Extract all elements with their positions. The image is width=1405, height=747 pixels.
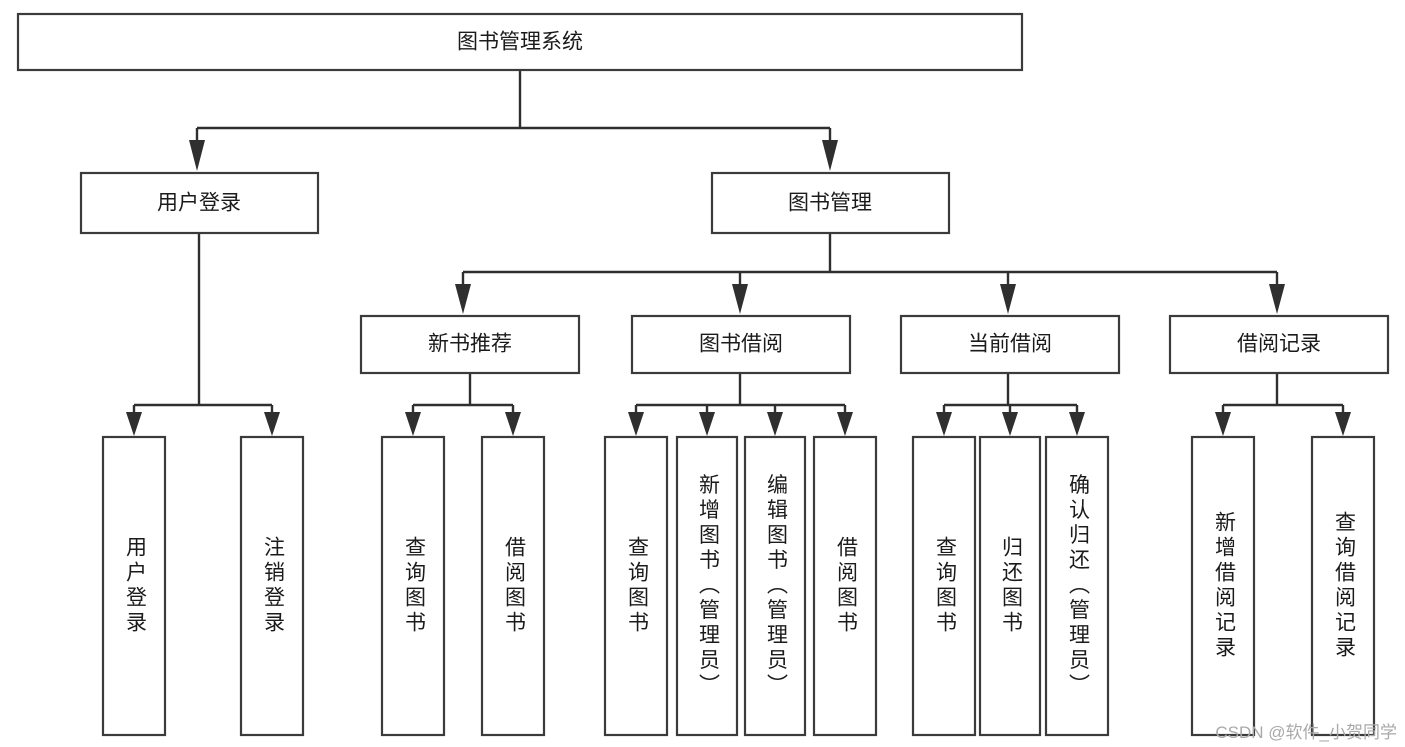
connector-group-root [189, 70, 838, 171]
arrow-head-borrowrecord [1269, 284, 1285, 314]
node-new-book-recommend-box[interactable] [359, 314, 581, 375]
leaf-borrowrecord-query-label: 查询借阅记录 [1332, 511, 1356, 661]
leaf-bookborrow-query-box[interactable] [603, 435, 669, 737]
node-user-login-label: 用户登录 [157, 192, 241, 215]
arrow-head-currentborrow [1000, 284, 1016, 314]
arrow-head-leaf-borrowrecord-1 [1215, 412, 1231, 436]
arrow-head-bookmgmt [822, 140, 838, 171]
node-borrow-record[interactable]: 借阅记录 [1168, 314, 1390, 375]
leaf-user-login-login-box[interactable] [101, 435, 167, 737]
leaf-bookborrow-edit-box[interactable] [743, 435, 807, 737]
leaf-node[interactable]: 新增借阅记录 [1190, 435, 1256, 737]
leaf-newbook-query-label: 查询图书 [402, 536, 426, 636]
connector-group-bookborrow [628, 373, 853, 436]
leaf-newbook-borrow-box[interactable] [480, 435, 546, 737]
leaf-user-login-logout-box[interactable] [239, 435, 305, 737]
leaf-newbook-query-box[interactable] [380, 435, 446, 737]
leaf-node[interactable]: 查询图书 [603, 435, 669, 737]
leaf-node[interactable]: 归还图书 [978, 435, 1042, 737]
arrow-head-leaf-bookborrow-3 [767, 412, 783, 436]
leaf-currentborrow-query-label: 查询图书 [933, 536, 957, 636]
arrow-head-leaf-currentborrow-2 [1002, 412, 1018, 436]
leaf-node[interactable]: 查询借阅记录 [1310, 435, 1376, 737]
node-user-login-box[interactable] [79, 171, 320, 235]
node-book-management[interactable]: 图书管理 [710, 171, 951, 235]
node-new-book-recommend-label: 新书推荐 [428, 333, 512, 356]
leaf-borrowrecord-add-box[interactable] [1190, 435, 1256, 737]
node-book-borrow-label: 图书借阅 [699, 333, 783, 356]
leaf-node[interactable]: 新增图书（管理员） [675, 435, 739, 737]
arrow-head-userlogin [189, 140, 205, 171]
leaf-currentborrow-confirm-box[interactable] [1044, 435, 1110, 737]
arrow-head-leaf-newbook-1 [405, 412, 421, 436]
leaf-borrowrecord-add-label: 新增借阅记录 [1212, 511, 1236, 661]
connector-group-bookmgmt [455, 233, 1285, 314]
leaf-borrowrecord-query-box[interactable] [1310, 435, 1376, 737]
leaf-node[interactable]: 用户登录 [101, 435, 167, 737]
leaf-node[interactable]: 查询图书 [911, 435, 977, 737]
node-new-book-recommend[interactable]: 新书推荐 [359, 314, 581, 375]
node-borrow-record-label: 借阅记录 [1237, 333, 1321, 356]
node-book-management-label: 图书管理 [788, 192, 872, 215]
arrow-head-leaf-newbook-2 [505, 412, 521, 436]
node-current-borrow-box[interactable] [899, 314, 1121, 375]
leaf-bookborrow-add-box[interactable] [675, 435, 739, 737]
arrow-head-leaf-borrowrecord-2 [1335, 412, 1351, 436]
arrow-head-leaf-bookborrow-4 [837, 412, 853, 436]
leaf-newbook-borrow-label: 借阅图书 [502, 536, 526, 636]
arrow-head-leaf-bookborrow-1 [628, 412, 644, 436]
node-borrow-record-box[interactable] [1168, 314, 1390, 375]
arrow-head-leaf-user-login-2 [264, 412, 280, 436]
leaf-node[interactable]: 借阅图书 [812, 435, 878, 737]
leaf-node[interactable]: 注销登录 [239, 435, 305, 737]
leaf-bookborrow-borrow-label: 借阅图书 [834, 536, 858, 636]
arrow-head-leaf-currentborrow-1 [936, 412, 952, 436]
leaf-currentborrow-confirm-label: 确认归还（管理员） [1066, 474, 1090, 699]
leaf-user-login-login-label: 用户登录 [123, 536, 147, 636]
leaf-user-login-logout-label: 注销登录 [261, 536, 285, 636]
leaf-bookborrow-borrow-box[interactable] [812, 435, 878, 737]
leaf-node[interactable]: 借阅图书 [480, 435, 546, 737]
node-user-login[interactable]: 用户登录 [79, 171, 320, 235]
leaf-currentborrow-return-label: 归还图书 [999, 536, 1023, 636]
node-current-borrow[interactable]: 当前借阅 [899, 314, 1121, 375]
connector-group-userlogin [126, 233, 280, 436]
node-root-box[interactable] [16, 12, 1024, 72]
node-book-borrow[interactable]: 图书借阅 [630, 314, 852, 375]
node-current-borrow-label: 当前借阅 [968, 333, 1052, 356]
arrow-head-newbook [455, 284, 471, 314]
arrow-head-leaf-bookborrow-2 [699, 412, 715, 436]
connector-group-borrowrecord [1215, 373, 1351, 436]
leaf-bookborrow-query-label: 查询图书 [625, 536, 649, 636]
arrow-head-leaf-currentborrow-3 [1069, 412, 1085, 436]
leaf-currentborrow-return-box[interactable] [978, 435, 1042, 737]
leaf-node[interactable]: 编辑图书（管理员） [743, 435, 807, 737]
leaf-node[interactable]: 查询图书 [380, 435, 446, 737]
connector-group-currentborrow [936, 373, 1085, 436]
leaf-bookborrow-edit-label: 编辑图书（管理员） [764, 474, 788, 699]
node-book-management-box[interactable] [710, 171, 951, 235]
node-root[interactable]: 图书管理系统 [16, 12, 1024, 72]
leaf-currentborrow-query-box[interactable] [911, 435, 977, 737]
connector-group-newbook [405, 373, 521, 436]
leaf-bookborrow-add-label: 新增图书（管理员） [696, 474, 720, 699]
node-book-borrow-box[interactable] [630, 314, 852, 375]
arrow-head-leaf-user-login-1 [126, 412, 142, 436]
node-root-label: 图书管理系统 [457, 31, 583, 54]
arrow-head-bookborrow [732, 284, 748, 314]
leaf-node[interactable]: 确认归还（管理员） [1044, 435, 1110, 737]
